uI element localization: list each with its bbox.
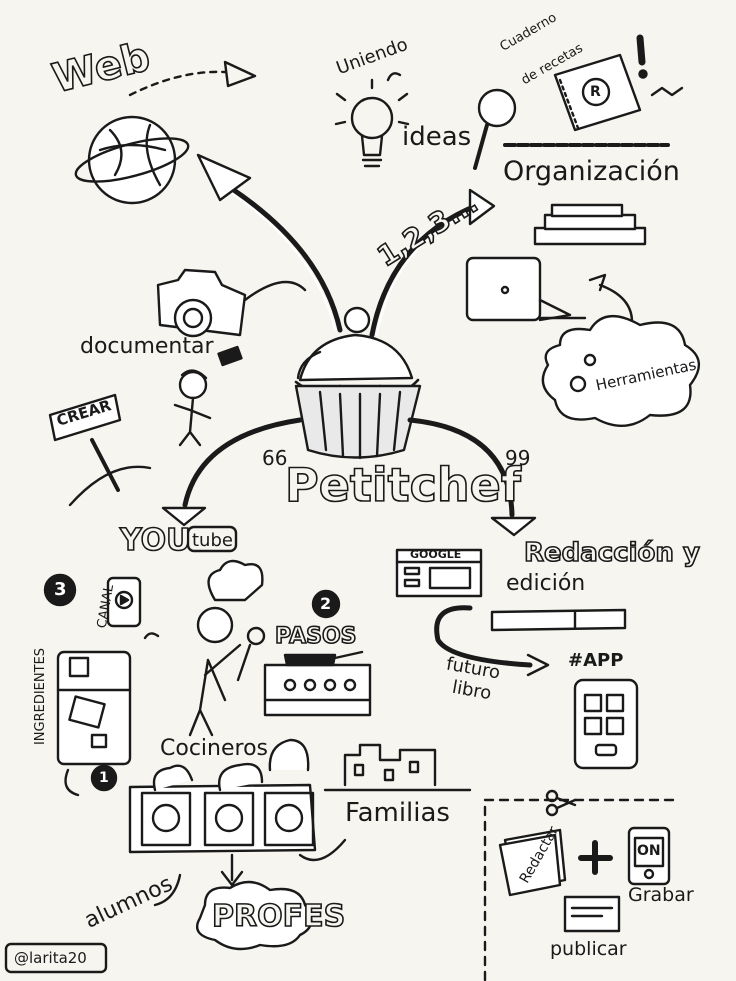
pen-icon xyxy=(490,608,627,632)
step-1-badge xyxy=(90,764,118,792)
notepad-icon xyxy=(498,828,567,897)
globe-icon xyxy=(74,115,190,205)
arrow-alumnos-icon xyxy=(153,873,182,907)
open-quote: 66 xyxy=(262,446,288,470)
youtube-tube-label: tube xyxy=(192,530,233,551)
arrow-to-organizacion-icon xyxy=(369,188,496,338)
recipe-notebook-icon xyxy=(553,53,642,132)
petitchef-title: Petitchef xyxy=(284,458,521,512)
laptop-icon xyxy=(465,256,587,322)
tablet-play-icon xyxy=(106,576,142,628)
app-tablet-icon xyxy=(573,678,639,770)
publicar-label: publicar xyxy=(550,938,627,960)
step-1-number: 1 xyxy=(99,770,109,786)
step-3-badge xyxy=(43,573,77,607)
redaccion-label: Redacción y xyxy=(523,538,701,568)
ingredientes-label: INGREDIENTES xyxy=(33,647,49,746)
phone-icon xyxy=(217,345,243,367)
arrow-familias-icon xyxy=(298,838,347,862)
stove-icon xyxy=(263,650,372,717)
signature-label: @larita20 xyxy=(14,949,87,967)
ideas-label: ideas xyxy=(402,122,472,152)
recipe-badge: R xyxy=(590,84,601,100)
on-label: ON xyxy=(637,843,661,859)
close-quote: 99 xyxy=(505,446,531,470)
documentar-label: documentar xyxy=(80,334,214,359)
app-label: #APP xyxy=(568,650,624,671)
arrow-to-redaccion-icon xyxy=(407,417,537,537)
fridge-icon xyxy=(56,650,132,766)
grabar-label: Grabar xyxy=(628,884,694,906)
pasos-label: PASOS xyxy=(274,624,357,649)
step-2-badge xyxy=(311,589,341,619)
step-3-number: 3 xyxy=(54,579,67,600)
edicion-label: edición xyxy=(506,571,586,596)
cupcake-icon xyxy=(294,306,422,460)
lightbulb-icon xyxy=(334,72,410,168)
cut-line xyxy=(483,798,682,981)
plus-icon xyxy=(578,840,613,875)
exclamation-icon xyxy=(636,34,684,97)
paper-plane-icon xyxy=(128,60,257,97)
books-stack-icon xyxy=(533,203,647,246)
cocineros-label: Cocineros xyxy=(160,736,268,761)
magnifier-icon xyxy=(473,88,517,170)
google-label: GOOGLE xyxy=(410,548,462,561)
profes-label: PROFES xyxy=(211,899,346,934)
arrow-to-web-icon xyxy=(196,153,343,333)
familias-label: Familias xyxy=(345,798,450,828)
google-page-icon xyxy=(395,548,483,598)
cooks-group-icon xyxy=(128,738,317,854)
profes-cloud-icon xyxy=(195,880,313,951)
step-2-number: 2 xyxy=(320,594,332,613)
signature-box xyxy=(4,942,108,974)
organizacion-label: Organización xyxy=(503,156,680,187)
herramientas-cloud-icon xyxy=(541,315,700,427)
houses-icon xyxy=(323,743,472,792)
c-shape-icon xyxy=(434,605,533,668)
crear-signpost-icon xyxy=(48,393,152,507)
arrow-to-youtube-icon xyxy=(161,417,303,527)
publish-screen-icon xyxy=(563,895,621,933)
scissors-icon xyxy=(545,789,577,817)
camera-icon xyxy=(156,268,307,338)
youtube-you-label: YOU xyxy=(119,523,191,558)
youtube-tube-box xyxy=(186,525,238,553)
recorder-icon xyxy=(627,826,671,886)
chef-character-icon xyxy=(188,559,266,737)
child-character-icon xyxy=(173,369,212,447)
